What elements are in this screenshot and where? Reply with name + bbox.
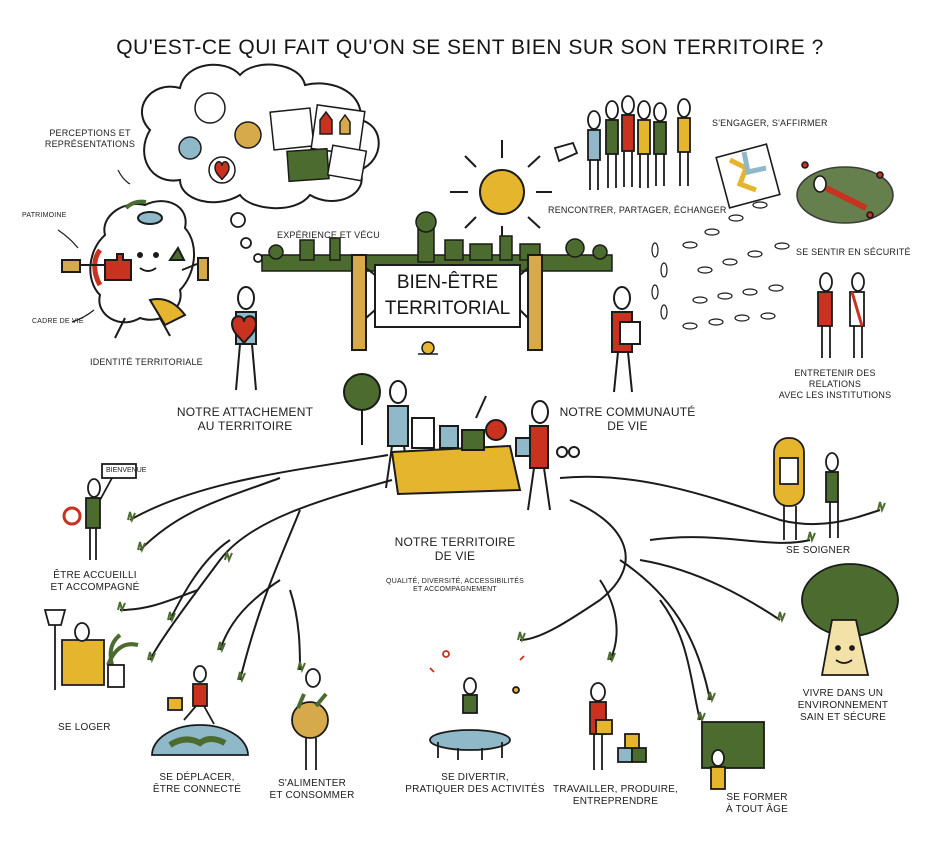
label-former-line-1: SE FORMER xyxy=(726,792,788,803)
label-territoire-line-2: DE VIE xyxy=(434,549,476,564)
puzzle-icon xyxy=(715,143,781,209)
label-deplacer-line-2: ÊTRE CONNECTÉ xyxy=(152,784,242,795)
page-title: QU'EST-CE QUI FAIT QU'ON SE SENT BIEN SU… xyxy=(116,36,824,59)
person-with-puzzle xyxy=(611,286,641,393)
label-patrimoine: PATRIMOINE xyxy=(22,212,67,219)
label-deplacer-line-1: SE DÉPLACER, xyxy=(159,772,235,783)
label-attachement-line-2: AU TERRITOIRE xyxy=(197,419,293,434)
worker-person xyxy=(589,682,647,770)
label-travailler-line-1: TRAVAILLER, PRODUIRE, xyxy=(553,784,678,795)
label-identite: IDENTITÉ TERRITORIALE xyxy=(90,357,203,367)
blackboard-scene xyxy=(701,721,765,790)
basket-person xyxy=(291,668,329,770)
person-with-heart xyxy=(230,286,258,391)
label-environnement-line-1: VIVRE DANS UN ENVIRONNEMENT xyxy=(797,688,889,711)
label-relations-line-1: ENTRETENIR DES RELATIONS xyxy=(794,368,876,389)
label-territoire-line-1: NOTRE TERRITOIRE xyxy=(394,535,516,549)
label-experience: EXPÉRIENCE ET VÉCU xyxy=(277,230,380,240)
label-former-line-2: À TOUT ÂGE xyxy=(725,804,789,815)
footprints xyxy=(651,201,790,330)
label-cadre-de-vie: CADRE DE VIE xyxy=(32,318,84,325)
label-alimenter: S'ALIMENTER ET CONSOMMER xyxy=(262,778,362,802)
person-lying-grass xyxy=(796,161,894,224)
label-relations-line-2: AVEC LES INSTITUTIONS xyxy=(778,389,892,400)
label-alimenter-line-2: ET CONSOMMER xyxy=(269,790,355,801)
label-travailler: TRAVAILLER, PRODUIRE, ENTREPRENDRE xyxy=(548,784,683,808)
label-accueilli: ÊTRE ACCUEILLI ET ACCOMPAGNÉ xyxy=(40,570,150,594)
bandage-character xyxy=(773,437,839,540)
label-qualite-line-2: ET ACCOMPAGNEMENT xyxy=(413,586,497,594)
label-communaute-line-2: DE VIE xyxy=(607,419,648,434)
label-perceptions-line-2: REPRÉSENTATIONS xyxy=(44,138,136,149)
label-deplacer: SE DÉPLACER, ÊTRE CONNECTÉ xyxy=(142,772,252,796)
crate xyxy=(390,395,522,496)
tree-character xyxy=(801,563,899,676)
sun-icon xyxy=(450,140,552,238)
trampoline-scene xyxy=(429,650,525,760)
label-communaute: NOTRE COMMUNAUTÉ DE VIE xyxy=(555,405,700,434)
center-sign: BIEN-ÊTRE TERRITORIAL xyxy=(375,262,520,332)
center-sign-line-1: BIEN-ÊTRE xyxy=(396,272,499,293)
label-perceptions-line-1: PERCEPTIONS ET xyxy=(49,128,131,138)
label-environnement: VIVRE DANS UN ENVIRONNEMENT SAIN ET SÉCU… xyxy=(758,688,928,724)
skyline xyxy=(261,211,613,272)
arrow-perceptions xyxy=(117,169,131,185)
cloud-icons xyxy=(178,92,368,184)
arrow-patrimoine xyxy=(57,229,79,249)
grass-tufts xyxy=(117,501,886,724)
two-people-handshake xyxy=(817,272,865,358)
label-accueilli-line-1: ÊTRE ACCUEILLI xyxy=(53,570,137,581)
label-environnement-line-2: SAIN ET SÉCURE xyxy=(800,712,886,723)
label-qualite: QUALITÉ, DIVERSITÉ, ACCESSIBILITÉS ET AC… xyxy=(380,578,530,595)
label-divertir: SE DIVERTIR, PRATIQUER DES ACTIVITÉS xyxy=(400,772,550,796)
tree-person-left xyxy=(343,373,411,489)
label-qualite-line-1: QUALITÉ, DIVERSITÉ, ACCESSIBILITÉS xyxy=(386,578,524,585)
label-accueilli-line-2: ET ACCOMPAGNÉ xyxy=(50,582,140,593)
label-relations: ENTRETENIR DES RELATIONS AVEC LES INSTIT… xyxy=(770,368,900,400)
label-loger: SE LOGER xyxy=(58,722,111,733)
person-with-bike xyxy=(515,400,580,511)
label-communaute-line-1: NOTRE COMMUNAUTÉ xyxy=(559,405,696,419)
label-soigner: SE SOIGNER xyxy=(786,545,851,556)
label-alimenter-line-1: S'ALIMENTER xyxy=(277,778,346,789)
label-former: SE FORMER À TOUT ÂGE xyxy=(712,792,802,816)
label-perceptions: PERCEPTIONS ET REPRÉSENTATIONS xyxy=(30,128,150,150)
territory-character xyxy=(61,199,209,339)
group-of-people xyxy=(553,95,691,190)
label-attachement: NOTRE ATTACHEMENT AU TERRITOIRE xyxy=(170,405,320,434)
thought-bubbles xyxy=(230,212,263,263)
label-divertir-line-2: PRATIQUER DES ACTIVITÉS xyxy=(405,784,545,795)
label-securite: SE SENTIR EN SÉCURITÉ xyxy=(796,247,911,257)
branches xyxy=(119,454,881,721)
arrow-cadre xyxy=(71,309,95,323)
globe-runner xyxy=(151,665,249,756)
sign-board xyxy=(351,254,543,351)
label-engager: S'ENGAGER, S'AFFIRMER xyxy=(712,118,828,128)
label-attachement-line-1: NOTRE ATTACHEMENT xyxy=(176,405,314,419)
snail-icon xyxy=(418,341,438,355)
label-travailler-line-2: ENTREPRENDRE xyxy=(572,796,659,807)
welcome-sign-text: BIENVENUE xyxy=(106,467,147,474)
label-territoire: NOTRE TERRITOIRE DE VIE xyxy=(385,535,525,564)
armchair-scene xyxy=(43,609,139,690)
welcome-person xyxy=(62,463,137,560)
label-divertir-line-1: SE DIVERTIR, xyxy=(441,772,509,783)
label-rencontrer: RENCONTRER, PARTAGER, ÉCHANGER xyxy=(548,205,727,215)
center-sign-line-2: TERRITORIAL xyxy=(384,298,511,319)
